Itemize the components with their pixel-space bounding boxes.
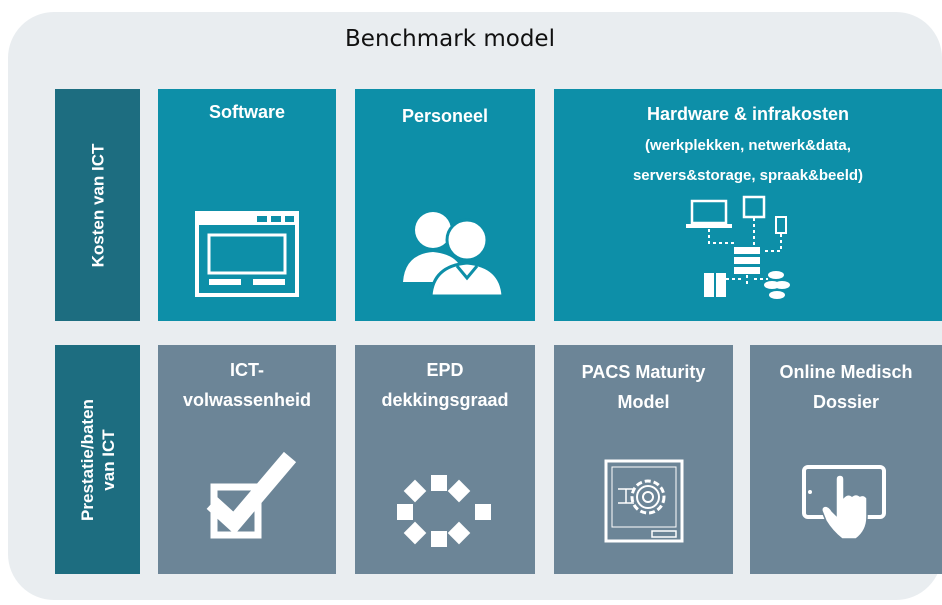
row-label-costs: Kosten van ICT [55,89,140,321]
tile-hardware-title: Hardware & infrakosten [646,104,850,124]
tile-pacs: PACS Maturity Model [554,345,733,574]
network-devices-icon [686,195,790,299]
tile-ict-label: ICT- volwassenheid [158,355,336,415]
tile-ict-line2: volwassenheid [182,390,312,410]
tile-omd-line1: Online Medisch [779,362,913,382]
tile-software-label: Software [208,102,286,122]
tile-epd: EPD dekkingsgraad [355,345,535,574]
tile-software: Software [158,89,336,321]
people-icon [403,212,505,296]
row-label-benefits-line2: van ICT [98,428,118,491]
application-window-icon [195,211,299,297]
tile-online-medisch-dossier: Online Medisch Dossier [750,345,942,574]
tile-omd-line2: Dossier [812,392,880,412]
loading-squares-icon [397,475,491,547]
tile-hardware-sub1: (werkplekken, netwerk&data, [645,137,851,154]
tile-omd-label: Online Medisch Dossier [750,357,942,417]
tile-ict-volwassenheid: ICT- volwassenheid [158,345,336,574]
row-label-costs-text: Kosten van ICT [88,143,107,267]
gear-blueprint-icon [604,459,684,543]
tile-pacs-line1: PACS Maturity [581,362,706,382]
checkbox-checked-icon [206,451,297,539]
tile-hardware-label: Hardware & infrakosten (werkplekken, net… [554,99,942,191]
tile-epd-line2: dekkingsgraad [381,390,509,410]
tile-hardware: Hardware & infrakosten (werkplekken, net… [554,89,942,321]
row-label-benefits-line1: Prestatie/baten [77,398,97,521]
tile-personeel-label: Personeel [401,106,489,126]
tile-pacs-line2: Model [617,392,670,412]
page-title: Benchmark model [345,26,555,52]
row-label-benefits: Prestatie/baten van ICT [55,345,140,574]
tile-pacs-label: PACS Maturity Model [554,357,733,417]
tile-ict-line1: ICT- [230,360,264,380]
row-label-benefits-text: Prestatie/baten van ICT [77,399,119,521]
tile-personeel: Personeel [355,89,535,321]
tile-epd-label: EPD dekkingsgraad [355,355,535,415]
tile-epd-line1: EPD [426,360,464,380]
tablet-touch-icon [802,465,886,540]
tile-hardware-sub2: servers&storage, spraak&beeld) [632,167,864,184]
